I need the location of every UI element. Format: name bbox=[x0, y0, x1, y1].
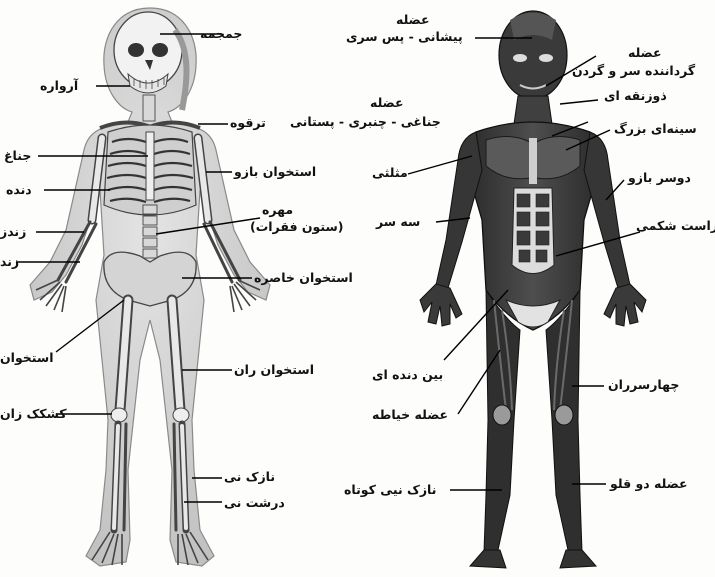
label-frontalis-1: عضله bbox=[396, 13, 430, 27]
label-quadriceps: چهارسرران bbox=[608, 378, 679, 392]
label-triceps: سه سر bbox=[376, 215, 420, 229]
label-radius: زند bbox=[0, 255, 19, 269]
label-humerus: استخوان بازو bbox=[234, 165, 316, 179]
label-tibia: درشت نی bbox=[224, 496, 285, 510]
label-patella: کشکک زان bbox=[0, 407, 67, 421]
label-ulna: زندز bbox=[0, 225, 26, 239]
label-intercostal: بین دنده ای bbox=[372, 368, 443, 382]
label-scm-1: عضله bbox=[628, 46, 662, 60]
label-frontalis-2: پیشانی - پس سری bbox=[346, 30, 463, 44]
label-clavicle: ترقوه bbox=[230, 116, 266, 130]
label-gastrocnemius: عضله دو قلو bbox=[610, 477, 688, 491]
label-sternum: جناغ bbox=[4, 149, 31, 163]
label-peroneus: نازک نیی کوتاه bbox=[344, 483, 436, 497]
label-vertebra-1: مهره bbox=[262, 203, 293, 217]
label-femur-left: استخوان bbox=[0, 351, 53, 365]
label-deltoid: مثلثی bbox=[372, 166, 408, 180]
label-pelvis: استخوان خاصره bbox=[254, 271, 353, 285]
label-skull: جمجمه bbox=[200, 27, 242, 41]
label-femur: استخوان ران bbox=[234, 363, 314, 377]
label-scm-2: گرداننده سر و گردن bbox=[572, 64, 695, 78]
label-pect-minor-2: جناغی - چنبری - پستانی bbox=[290, 115, 441, 129]
label-pect-minor-1: عضله bbox=[370, 96, 404, 110]
label-rectus: راست شکمی bbox=[636, 219, 715, 233]
label-biceps: دوسر بازو bbox=[628, 171, 691, 185]
label-fibula: نازک نی bbox=[224, 470, 275, 484]
label-sartorius: عضله خیاطه bbox=[372, 408, 448, 422]
label-jaw: آرواره bbox=[40, 79, 78, 93]
label-vertebra-2: (ستون فقرات) bbox=[250, 220, 343, 234]
label-rib: دنده bbox=[6, 183, 32, 197]
label-trapezius: ذوزنقه ای bbox=[604, 89, 667, 103]
label-pect-major: سینه‌ای بزرگ bbox=[614, 122, 697, 136]
